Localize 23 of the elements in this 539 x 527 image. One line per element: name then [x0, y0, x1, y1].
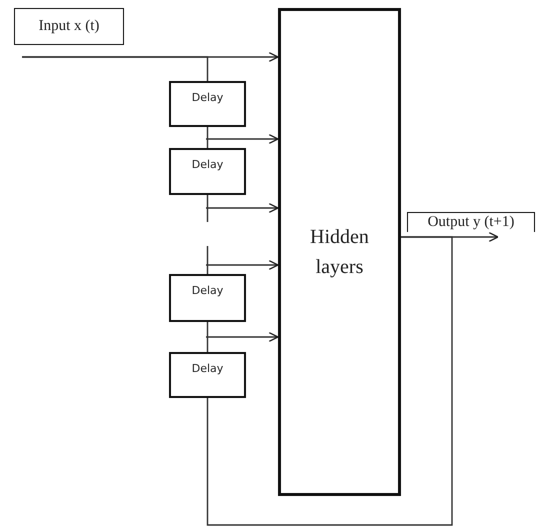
hidden-layers-box [278, 8, 401, 496]
node-text: Delay [192, 91, 224, 104]
connector-line [22, 56, 208, 81]
connector-line [206, 127, 208, 148]
delay-box [169, 148, 246, 195]
delay-box [169, 352, 246, 398]
node-text: Delay [192, 284, 224, 297]
label-box [407, 212, 535, 232]
node-text: Output y (t+1) [428, 214, 514, 231]
connector-line [206, 322, 208, 352]
arrow [206, 332, 279, 342]
arrow [206, 260, 279, 270]
arrow [206, 202, 279, 214]
delay-box [169, 81, 246, 127]
node-text: Input x (t) [38, 18, 100, 35]
connector-line [206, 236, 453, 526]
connector-line [206, 195, 208, 274]
node-text: Delay [192, 158, 224, 171]
node-text: Hidden layers [309, 225, 370, 280]
label-box [14, 8, 124, 45]
arrow [206, 134, 279, 144]
node-text: Delay [192, 362, 224, 375]
delay-box [169, 274, 246, 322]
